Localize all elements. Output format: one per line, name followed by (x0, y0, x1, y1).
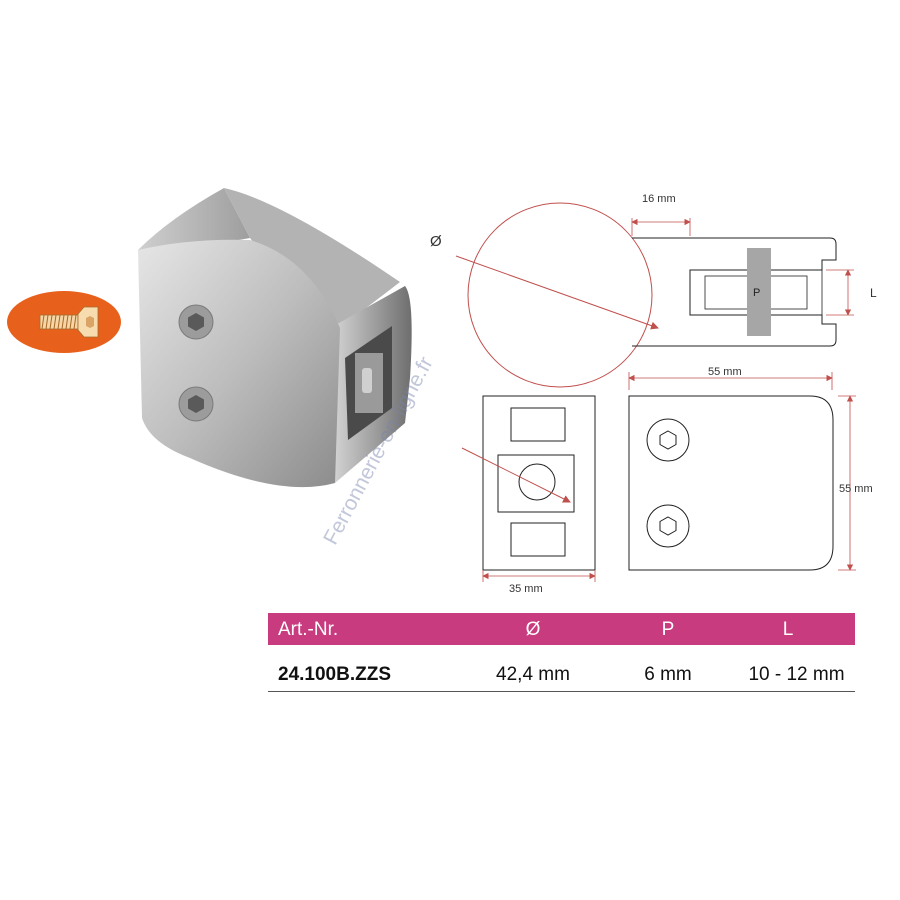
header-art-nr: Art.-Nr. (278, 619, 339, 640)
l-label: L (870, 286, 877, 300)
width-55-label: 55 mm (708, 366, 742, 378)
cell-l: 10 - 12 mm (748, 664, 845, 685)
header-l: L (782, 619, 794, 640)
p-label: P (753, 287, 760, 299)
front-view: 55 mm 55 mm (628, 366, 873, 571)
width-35-label: 35 mm (509, 583, 543, 595)
spec-table: Art.-Nr. Ø P L 24.100B.ZZS 42,4 mm 6 mm … (268, 613, 855, 692)
cell-diameter: 42,4 mm (496, 664, 570, 685)
tube-circle (467, 202, 653, 388)
table-row: 24.100B.ZZS 42,4 mm 6 mm 10 - 12 mm (268, 645, 855, 692)
screw-badge (6, 290, 122, 354)
spec-table-header: Art.-Nr. Ø P L (268, 613, 855, 645)
height-55-label: 55 mm (839, 483, 873, 495)
glass-panel-p (747, 248, 771, 336)
end-view: 35 mm (461, 395, 596, 595)
technical-drawing: Ø P 16 mm L (420, 180, 890, 600)
cell-art-nr: 24.100B.ZZS (278, 664, 391, 685)
header-p: P (661, 619, 675, 640)
diameter-line (455, 255, 659, 330)
top-view: Ø P 16 mm L (430, 193, 877, 388)
cell-p: 6 mm (644, 664, 692, 685)
countersunk-screw-icon (39, 306, 99, 338)
header-diameter: Ø (525, 619, 541, 640)
diameter-symbol: Ø (430, 233, 442, 250)
width-16-label: 16 mm (642, 193, 676, 205)
product-image-glass-clamp (130, 178, 420, 508)
